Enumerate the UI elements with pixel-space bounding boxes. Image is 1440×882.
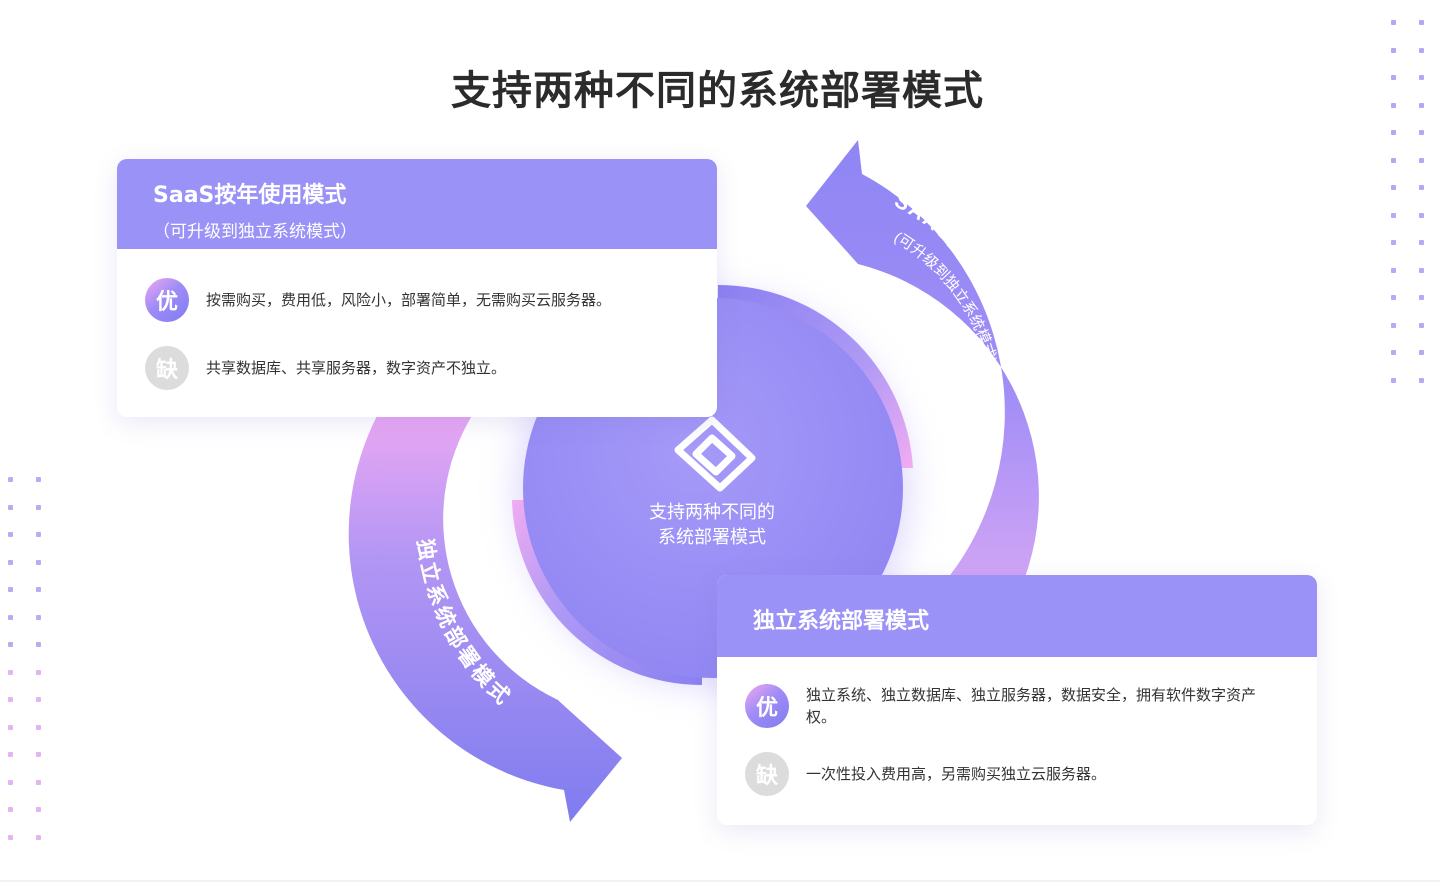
- decorative-dot: [1419, 130, 1424, 135]
- decorative-dot: [1391, 20, 1396, 25]
- decorative-dot: [1419, 157, 1424, 163]
- decorative-dot: [1391, 267, 1396, 273]
- decorative-dot: [36, 642, 41, 647]
- standalone-arrow: [348, 414, 622, 822]
- decorative-dot: [1419, 240, 1424, 245]
- decorative-dot: [36, 559, 41, 565]
- con-badge: 缺: [745, 752, 789, 796]
- decorative-dot: [36, 834, 41, 840]
- decorative-dot: [36, 724, 41, 730]
- decorative-dot: [1419, 102, 1424, 108]
- page-title: 支持两种不同的系统部署模式: [451, 68, 984, 114]
- bottom-divider: [0, 880, 1440, 882]
- decorative-dot: [1391, 102, 1396, 108]
- decorative-dot: [36, 779, 41, 785]
- center-caption-line1: 支持两种不同的: [649, 502, 775, 523]
- decorative-dot: [1391, 47, 1396, 53]
- decorative-dot: [36, 587, 41, 592]
- decorative-dot: [1391, 75, 1396, 80]
- saas-card-header: SaaS按年使用模式 （可升级到独立系统模式）: [117, 159, 717, 249]
- decorative-dot-grid-right: [1391, 20, 1429, 383]
- logo-icon: [674, 416, 756, 492]
- decorative-dot: [1391, 350, 1396, 355]
- decorative-dot: [1391, 130, 1396, 135]
- saas-card: SaaS按年使用模式 （可升级到独立系统模式） 优 按需购买，费用低，风险小，部…: [117, 159, 717, 417]
- decorative-dot: [8, 504, 13, 510]
- saas-pro-text: 按需购买，费用低，风险小，部署简单，无需购买云服务器。: [206, 291, 612, 309]
- saas-con-text: 共享数据库、共享服务器，数字资产不独立。: [206, 359, 507, 377]
- decorative-dot: [1391, 377, 1396, 383]
- decorative-dot: [8, 834, 13, 840]
- standalone-pro-row: 优 独立系统、独立数据库、独立服务器，数据安全，拥有软件数字资产权。: [745, 684, 1266, 728]
- decorative-dot: [1419, 20, 1424, 25]
- decorative-dot: [8, 807, 13, 812]
- standalone-con-row: 缺 一次性投入费用高，另需购买独立云服务器。: [745, 752, 1106, 796]
- standalone-card-header: 独立系统部署模式: [717, 575, 1317, 657]
- decorative-dot: [1419, 75, 1424, 80]
- center-caption-line2: 系统部署模式: [658, 527, 766, 548]
- standalone-card-title: 独立系统部署模式: [753, 609, 930, 634]
- decorative-dot: [1391, 295, 1396, 300]
- decorative-dot: [1419, 322, 1424, 328]
- decorative-dot: [8, 724, 13, 730]
- decorative-dot: [1419, 267, 1424, 273]
- decorative-dot: [1391, 212, 1396, 218]
- decorative-dot: [8, 587, 13, 592]
- decorative-dot: [1391, 322, 1396, 328]
- decorative-dot: [1419, 295, 1424, 300]
- decorative-dot: [36, 504, 41, 510]
- standalone-pro-text: 独立系统、独立数据库、独立服务器，数据安全，拥有软件数字资产权。: [806, 686, 1257, 726]
- decorative-dot: [8, 752, 13, 757]
- decorative-dot: [8, 669, 13, 675]
- decorative-dot: [1419, 212, 1424, 218]
- decorative-dot: [8, 477, 13, 482]
- standalone-con-text: 一次性投入费用高，另需购买独立云服务器。: [806, 765, 1107, 783]
- decorative-dot: [8, 614, 13, 620]
- con-badge: 缺: [145, 346, 189, 390]
- saas-card-subtitle: （可升级到独立系统模式）: [153, 222, 357, 242]
- decorative-dot-grid-left: [8, 477, 46, 840]
- decorative-dot: [1391, 157, 1396, 163]
- saas-pro-row: 优 按需购买，费用低，风险小，部署简单，无需购买云服务器。: [145, 278, 611, 322]
- standalone-card: 独立系统部署模式 优 独立系统、独立数据库、独立服务器，数据安全，拥有软件数字资…: [717, 575, 1317, 825]
- decorative-dot: [36, 697, 41, 702]
- decorative-dot: [1419, 185, 1424, 190]
- decorative-dot: [36, 752, 41, 757]
- decorative-dot: [36, 807, 41, 812]
- decorative-dot: [8, 697, 13, 702]
- decorative-dot: [1419, 350, 1424, 355]
- pro-badge: 优: [145, 278, 189, 322]
- decorative-dot: [36, 669, 41, 675]
- decorative-dot: [1391, 240, 1396, 245]
- saas-con-row: 缺 共享数据库、共享服务器，数字资产不独立。: [145, 346, 506, 390]
- decorative-dot: [8, 779, 13, 785]
- center-caption: 支持两种不同的 系统部署模式: [612, 500, 812, 550]
- decorative-dot: [1391, 185, 1396, 190]
- decorative-dot: [36, 614, 41, 620]
- decorative-dot: [8, 642, 13, 647]
- decorative-dot: [36, 477, 41, 482]
- decorative-dot: [1419, 47, 1424, 53]
- saas-card-title: SaaS按年使用模式: [153, 183, 347, 208]
- decorative-dot: [8, 559, 13, 565]
- saas-arrow: [806, 140, 1039, 590]
- decorative-dot: [1419, 377, 1424, 383]
- decorative-dot: [36, 532, 41, 537]
- pro-badge: 优: [745, 684, 789, 728]
- decorative-dot: [8, 532, 13, 537]
